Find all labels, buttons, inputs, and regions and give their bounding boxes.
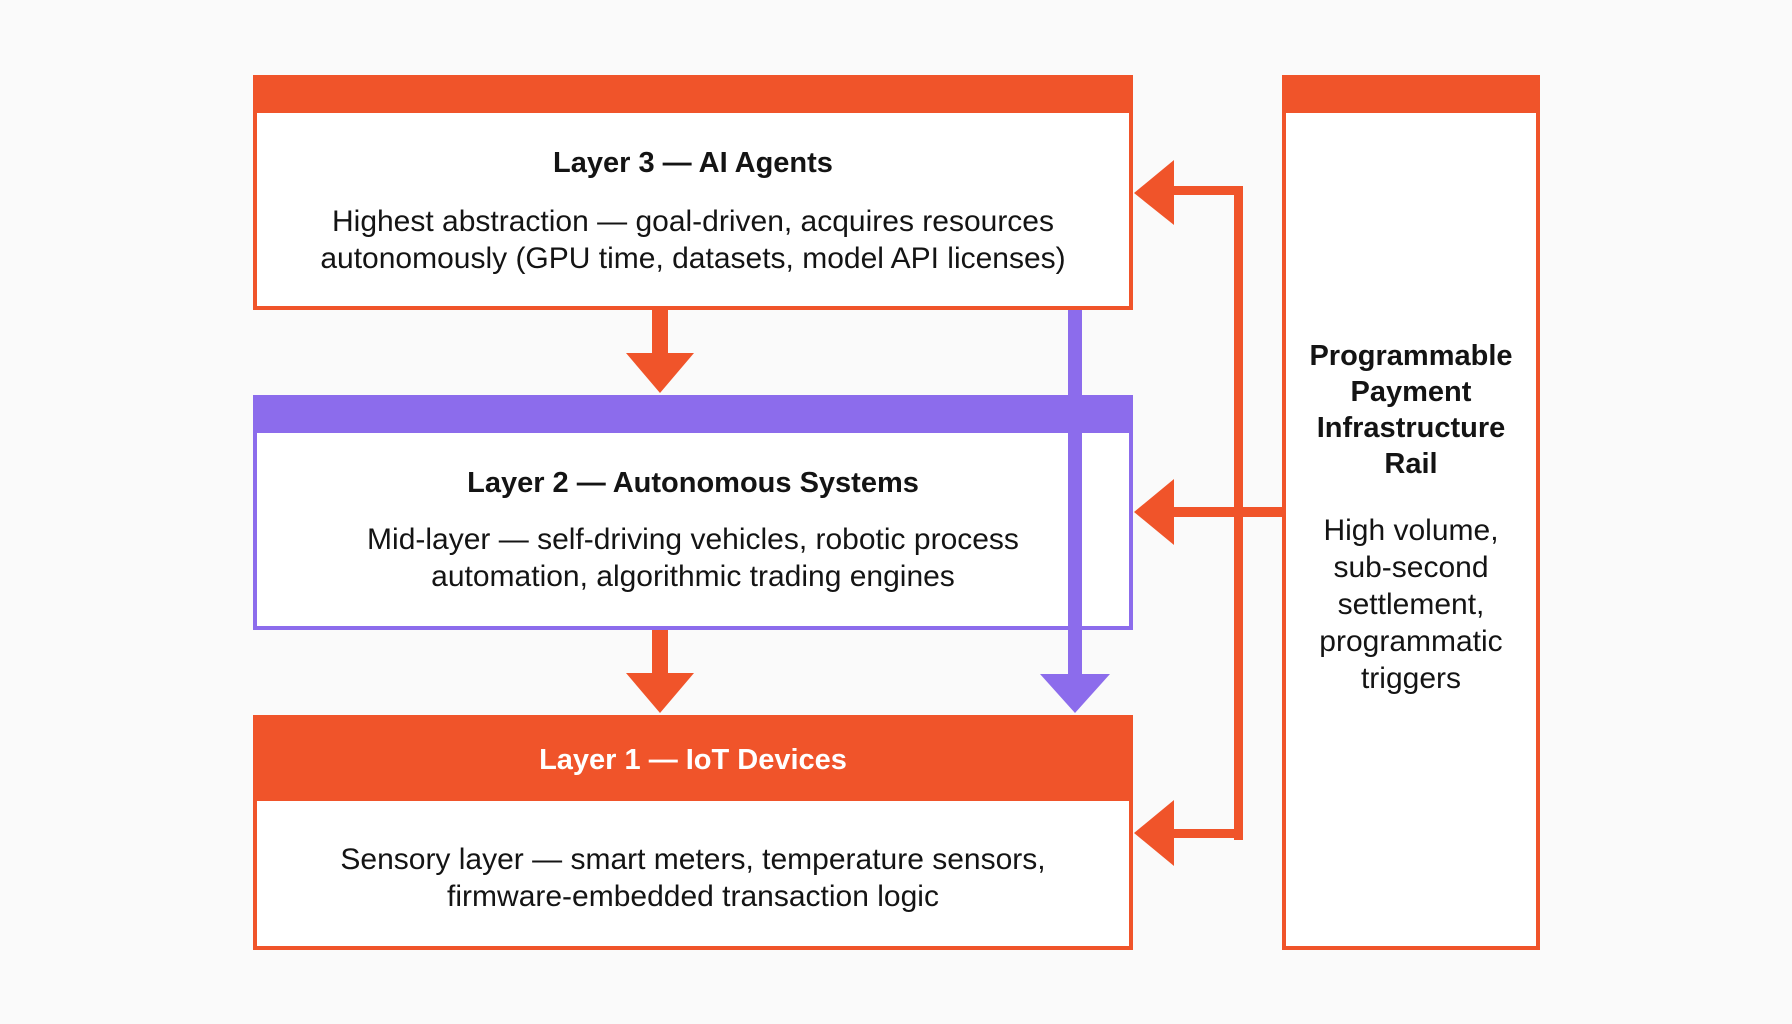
layer1-title: Layer 1 — IoT Devices <box>257 719 1129 801</box>
arrow-layer3-to-layer2 <box>626 310 694 393</box>
arrow-layer2-to-layer1 <box>626 630 694 713</box>
payment-rail-box: Programmable Payment Infrastructure Rail… <box>1282 75 1540 950</box>
rail-connector <box>1172 186 1282 840</box>
layer3-header-bar <box>257 79 1129 113</box>
layer1-box: Layer 1 — IoT Devices Sensory layer — sm… <box>253 715 1133 950</box>
layer2-description: Mid-layer — self-driving vehicles, robot… <box>367 523 1019 593</box>
rail-description: High volume, sub-second settlement, prog… <box>1319 514 1503 695</box>
layer3-title: Layer 3 — AI Agents <box>553 147 833 179</box>
layer2-box: Layer 2 — Autonomous Systems Mid-layer —… <box>253 395 1133 630</box>
arrow-rail-to-layer2 <box>1134 479 1174 545</box>
arrow-rail-to-layer3 <box>1134 160 1174 225</box>
layer2-title: Layer 2 — Autonomous Systems <box>467 467 919 499</box>
arrow-rail-to-layer1 <box>1134 800 1174 866</box>
rail-header-bar <box>1286 79 1536 113</box>
rail-title: Programmable Payment Infrastructure Rail <box>1309 340 1513 480</box>
layer3-box: Layer 3 — AI Agents Highest abstraction … <box>253 75 1133 310</box>
layer1-description: Sensory layer — smart meters, temperatur… <box>340 843 1046 913</box>
layer2-header-bar <box>257 399 1129 433</box>
layer3-description: Highest abstraction — goal-driven, acqui… <box>320 205 1066 275</box>
